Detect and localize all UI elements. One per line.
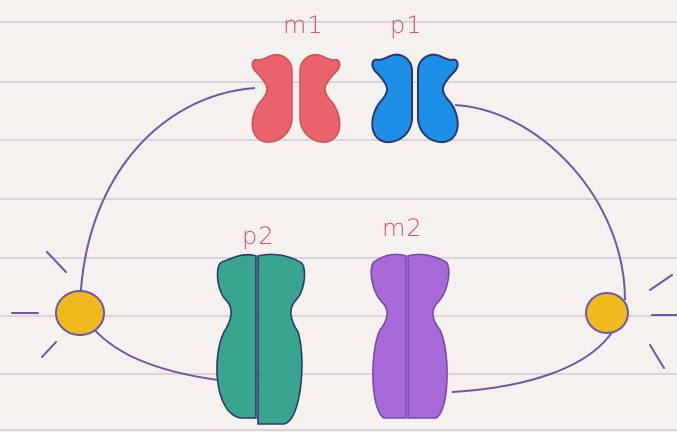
right-centrosome-rays xyxy=(649,274,677,369)
spindle-fiber-upper-left xyxy=(79,87,256,311)
chromosome-p1 xyxy=(371,53,459,144)
right-centrosome xyxy=(585,274,677,369)
left-centrosome-rays xyxy=(11,251,67,358)
centrosome-icon xyxy=(585,292,629,334)
label-m1: m1 xyxy=(283,11,324,39)
spindle-fiber-lower-left xyxy=(84,317,219,381)
label-m2: m2 xyxy=(382,214,423,242)
spindle-fibers xyxy=(79,87,626,393)
ruled-lines xyxy=(0,21,677,431)
chromosome-p2 xyxy=(216,253,306,425)
label-p2: p2 xyxy=(242,222,275,250)
chromosome-m2 xyxy=(370,253,450,419)
left-centrosome xyxy=(11,251,105,358)
spindle-fiber-lower-right xyxy=(451,321,619,393)
spindle-fiber-upper-right xyxy=(454,104,626,301)
chromosome-m1 xyxy=(251,54,341,143)
label-p1: p1 xyxy=(390,11,423,39)
centrosome-icon xyxy=(55,290,105,336)
